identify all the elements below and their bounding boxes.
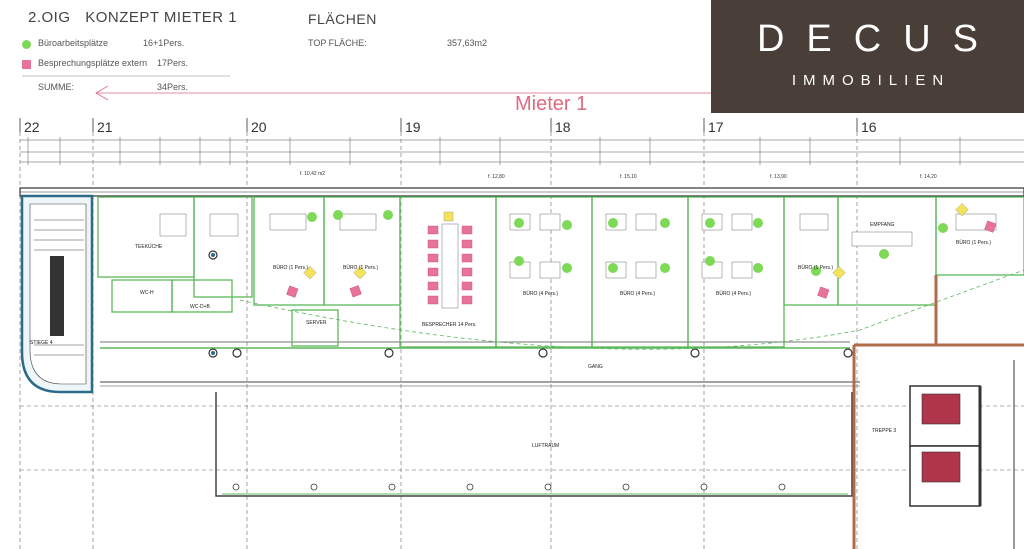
room-label-stair3: TREPPE 3	[872, 428, 897, 434]
room-label-wc-h: WC-H	[140, 290, 154, 296]
room-label-kitchen: TEEKÜCHE	[135, 244, 163, 250]
axis-number: 22	[24, 119, 40, 135]
room-label-buero4c: BÜRO (4 Pers.)	[716, 291, 752, 297]
floor-label: 2.OIG	[28, 9, 71, 26]
meeting-legend-value: 17Pers.	[157, 58, 189, 68]
meeting-legend-label: Besprechungsplätze extern	[38, 58, 148, 68]
axis-number: 20	[251, 119, 267, 135]
top-area-value: 357,63m2	[447, 38, 488, 48]
room-label-buero1b: BÜRO (1 Pers.)	[343, 265, 379, 271]
room-label-wc-d: WC-D+B	[190, 304, 210, 310]
room-label-server: SERVER	[306, 320, 327, 326]
svg-text:f. 13,90: f. 13,90	[770, 174, 787, 180]
meeting-legend-square	[22, 60, 31, 69]
room-label-meeting: BESPRECHER 14 Pers.	[422, 322, 477, 328]
room-label-buero1c: BÜRO (1 Pers.)	[798, 265, 834, 271]
office-legend-value: 16+1Pers.	[143, 38, 185, 48]
axis-number: 19	[405, 119, 421, 135]
svg-text:f. 12,80: f. 12,80	[488, 174, 505, 180]
axis-number: 16	[861, 119, 877, 135]
room-label-empfang: EMPFANG	[870, 222, 895, 228]
office-legend-dot	[22, 40, 31, 49]
room-label-luftraum: LUFTRAUM	[532, 443, 560, 449]
room-label-gang: GANG	[588, 364, 603, 370]
axis-number: 21	[97, 119, 113, 135]
areas-heading: FLÄCHEN	[308, 11, 377, 27]
plan-title: 2.OIG KONZEPT MIETER 1	[28, 9, 247, 26]
room-label-stair4: STIEGE 4	[30, 340, 53, 346]
room-label-buero4a: BÜRO (4 Pers.)	[523, 291, 559, 297]
axis-number: 18	[555, 119, 571, 135]
svg-text:f. 10,42 m2: f. 10,42 m2	[300, 171, 325, 177]
concept-label: KONZEPT MIETER 1	[85, 9, 238, 26]
svg-text:f. 15,10: f. 15,10	[620, 174, 637, 180]
decus-logo: DECUS IMMOBILIEN	[711, 0, 1024, 113]
sum-label: SUMME:	[38, 82, 74, 92]
svg-text:f. 14,20: f. 14,20	[920, 174, 937, 180]
office-legend-label: Büroarbeitsplätze	[38, 38, 109, 48]
top-area-label: TOP FLÄCHE:	[308, 38, 367, 48]
room-label-buero4b: BÜRO (4 Pers.)	[620, 291, 656, 297]
logo-subtitle: IMMOBILIEN	[791, 72, 951, 89]
axis-number: 17	[708, 119, 724, 135]
logo-brand: DECUS	[756, 18, 1001, 60]
room-label-buero1d: BÜRO (1 Pers.)	[956, 240, 992, 246]
sum-value: 34Pers.	[157, 82, 189, 92]
tenant-marker: Mieter 1	[515, 93, 588, 115]
room-label-buero1a: BÜRO (1 Pers.)	[273, 265, 309, 271]
